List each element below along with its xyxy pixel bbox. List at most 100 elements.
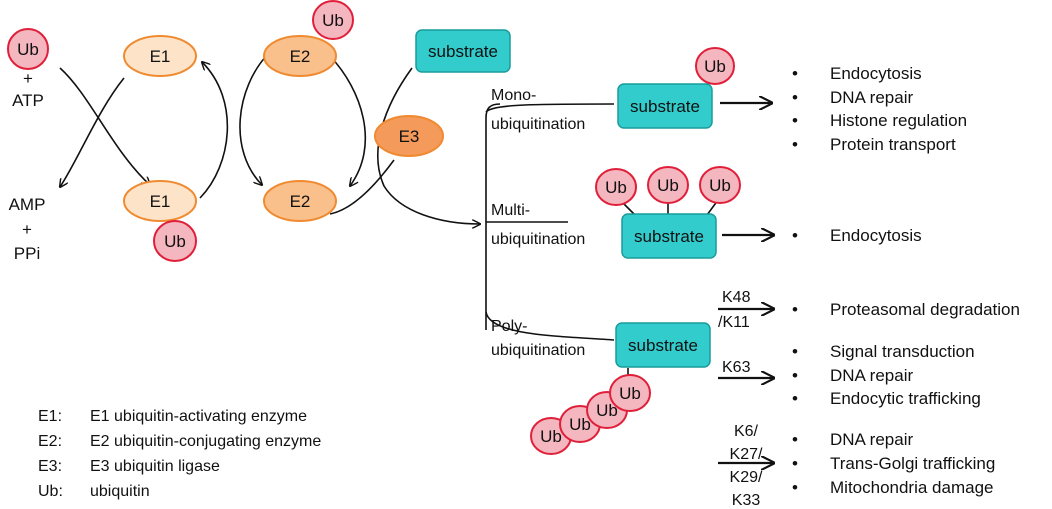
ppi-label: PPi xyxy=(14,244,40,263)
legend-key-e1: E1: xyxy=(38,408,62,425)
svg-text:Ub: Ub xyxy=(322,11,344,30)
svg-text:Protein transport: Protein transport xyxy=(830,135,956,154)
svg-text:Ub: Ub xyxy=(657,176,679,195)
legend-key-e3: E3: xyxy=(38,458,62,475)
svg-text:Ub: Ub xyxy=(17,40,39,59)
mono-outcomes: • Endocytosis • DNA repair • Histone reg… xyxy=(792,64,967,154)
svg-text:•: • xyxy=(792,300,798,319)
svg-text:Endocytosis: Endocytosis xyxy=(830,226,922,245)
svg-text:Ub: Ub xyxy=(704,57,726,76)
svg-text:E2: E2 xyxy=(290,192,311,211)
svg-text:Trans-Golgi trafficking: Trans-Golgi trafficking xyxy=(830,454,995,473)
k48-outcomes: • Proteasomal degradation xyxy=(792,300,1020,319)
k63-label: K63 xyxy=(722,359,751,376)
svg-text:Ub: Ub xyxy=(709,176,731,195)
multi-ubiquitin-1: Ub xyxy=(595,168,637,206)
svg-text:Ub: Ub xyxy=(605,178,627,197)
multi-ubiquitin-2: Ub xyxy=(647,166,689,204)
legend: E1: E1 ubiquitin-activating enzyme E2: E… xyxy=(38,408,321,500)
e2-enzyme-bottom: E2 xyxy=(263,180,337,222)
e2-ub-to-e3-arrow xyxy=(329,55,367,186)
multi-ubiquitin-3: Ub xyxy=(699,166,741,204)
plus-atp-sign: + xyxy=(23,69,33,88)
e1-enzyme-bottom: E1 xyxy=(123,180,197,222)
ub-to-e1-arrow xyxy=(59,67,150,185)
svg-text:Ub: Ub xyxy=(540,427,562,446)
plus-amp-sign: + xyxy=(22,220,32,239)
e2-bound-ubiquitin: Ub xyxy=(312,0,354,40)
svg-text:Ub: Ub xyxy=(164,232,186,251)
poly-label-1: Poly- xyxy=(491,318,527,335)
k48-label-2: /K11 xyxy=(718,314,750,331)
svg-text:E3: E3 xyxy=(399,127,420,146)
svg-text:DNA repair: DNA repair xyxy=(830,88,913,107)
atp-label: ATP xyxy=(12,91,44,110)
svg-text:•: • xyxy=(792,430,798,449)
svg-text:•: • xyxy=(792,342,798,361)
svg-text:E1: E1 xyxy=(150,47,171,66)
svg-text:Endocytosis: Endocytosis xyxy=(830,64,922,83)
k6-label-2: K27/ xyxy=(730,446,763,463)
svg-text:Proteasomal degradation: Proteasomal degradation xyxy=(830,300,1020,319)
k6-label-3: K29/ xyxy=(730,469,763,486)
k6-label-1: K6/ xyxy=(734,423,759,440)
svg-text:•: • xyxy=(792,111,798,130)
e2-enzyme-top: E2 xyxy=(263,35,337,77)
svg-text:Endocytic trafficking: Endocytic trafficking xyxy=(830,389,981,408)
poly-substrate: substrate xyxy=(615,322,711,368)
svg-text:substrate: substrate xyxy=(628,336,698,355)
mono-substrate: substrate xyxy=(617,83,713,129)
e2-return-arrow xyxy=(239,53,269,185)
e1-enzyme-top: E1 xyxy=(123,35,197,77)
svg-text:Ub: Ub xyxy=(619,384,641,403)
free-ubiquitin: Ub xyxy=(7,28,49,70)
multi-label-1: Multi- xyxy=(491,202,530,219)
substrate-to-branches-arrow xyxy=(377,67,480,224)
svg-text:•: • xyxy=(792,454,798,473)
svg-text:Histone regulation: Histone regulation xyxy=(830,111,967,130)
e1-bound-ubiquitin: Ub xyxy=(153,220,197,262)
mono-label-2: ubiquitination xyxy=(491,116,585,133)
svg-text:DNA repair: DNA repair xyxy=(830,430,913,449)
mono-label-1: Mono- xyxy=(491,87,536,104)
e3-ligase: E3 xyxy=(374,115,444,157)
poly-label-2: ubiquitination xyxy=(491,342,585,359)
svg-text:•: • xyxy=(792,88,798,107)
svg-text:•: • xyxy=(792,226,798,245)
mono-branch-line xyxy=(485,103,615,113)
svg-text:E1: E1 xyxy=(150,192,171,211)
multi-substrate: substrate xyxy=(621,213,717,259)
svg-text:•: • xyxy=(792,64,798,83)
svg-text:•: • xyxy=(792,366,798,385)
substrate-input: substrate xyxy=(415,29,511,73)
svg-text:substrate: substrate xyxy=(428,42,498,61)
legend-desc-ub: ubiquitin xyxy=(90,483,150,500)
legend-key-e2: E2: xyxy=(38,433,62,450)
svg-text:•: • xyxy=(792,135,798,154)
svg-text:•: • xyxy=(792,478,798,497)
svg-text:•: • xyxy=(792,389,798,408)
svg-text:Mitochondria damage: Mitochondria damage xyxy=(830,478,993,497)
poly-branch-line xyxy=(485,311,615,341)
e1-ub-to-e2-arrow xyxy=(199,62,229,199)
k6-label-4: K33 xyxy=(732,492,761,509)
svg-text:Ub: Ub xyxy=(596,401,618,420)
branch-trunk xyxy=(485,103,501,330)
svg-text:Signal transduction: Signal transduction xyxy=(830,342,975,361)
multi-outcomes: • Endocytosis xyxy=(792,226,922,245)
k63-outcomes: • Signal transduction • DNA repair • End… xyxy=(792,342,981,408)
amp-label: AMP xyxy=(9,195,46,214)
multi-label-2: ubiquitination xyxy=(491,231,585,248)
svg-text:DNA repair: DNA repair xyxy=(830,366,913,385)
svg-text:substrate: substrate xyxy=(630,97,700,116)
e1-to-amp-arrow xyxy=(60,77,125,187)
legend-key-ub: Ub: xyxy=(38,483,63,500)
svg-text:E2: E2 xyxy=(290,47,311,66)
e3-to-e2-arrow xyxy=(329,159,395,215)
k6-outcomes: • DNA repair • Trans-Golgi trafficking •… xyxy=(792,430,995,497)
svg-text:Ub: Ub xyxy=(569,415,591,434)
legend-desc-e3: E3 ubiquitin ligase xyxy=(90,458,220,475)
poly-ubiquitin-1: Ub xyxy=(609,374,651,412)
legend-desc-e1: E1 ubiquitin-activating enzyme xyxy=(90,408,307,425)
